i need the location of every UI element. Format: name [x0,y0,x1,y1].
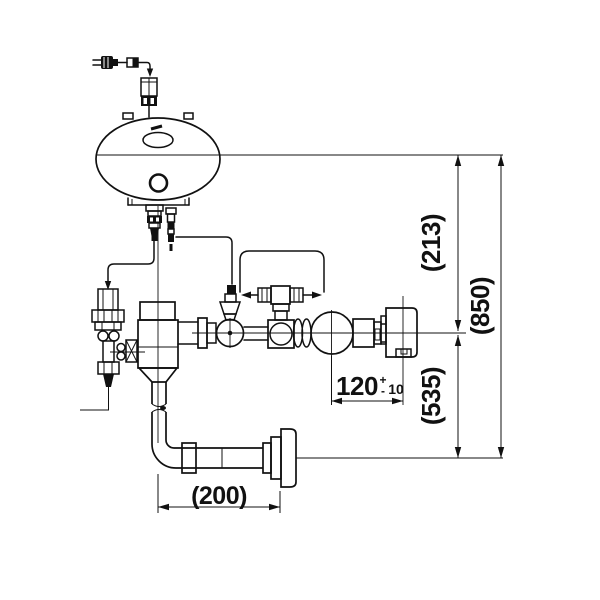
vacuum-breaker [215,318,245,348]
dim-535-label: (535) [416,367,446,425]
slip-joint [151,409,167,413]
tee-arrow-icon [241,291,251,299]
dim-arrow-icon [497,155,505,166]
plug-body [101,56,113,69]
bottom-pipe [181,428,297,488]
solenoid-tip [103,374,114,387]
tailpipe-outer-wall [151,382,263,469]
dimension-535: (535) [416,335,462,458]
solenoid-cylinder [97,288,119,311]
cable-connector [140,77,158,118]
dim-120-plus: + [379,373,386,387]
plug-neck [113,59,118,66]
dim-arrow-icon [269,503,280,511]
drain-line [80,387,109,411]
power-cord [137,61,151,71]
outlet-run [243,307,418,358]
solenoid-valve [80,288,125,411]
tee-hex-nut [257,287,272,303]
tee-body [270,285,291,305]
plate-tab [183,112,194,120]
tee-arrow-icon [312,291,322,299]
cross-valve [125,339,138,363]
dim-arrow-icon [454,335,462,346]
breaker-center-dot [227,330,233,336]
sensor-window [142,131,174,149]
breaker-cone [218,301,242,315]
solenoid-hex-nut [97,361,120,375]
coupling-ball [108,330,120,342]
dim-arrow-icon [454,447,462,458]
solenoid-band [94,321,122,331]
manual-button [148,173,169,193]
loop-tube [239,250,325,293]
supply-fitting-right [165,207,177,251]
solenoid-tube [102,340,115,363]
sensor-plate [95,112,221,206]
solenoid-flange [91,309,125,323]
tube-nut [227,285,236,294]
dim-213-label: (213) [416,214,446,272]
flange-foot [395,348,412,358]
dim-arrow-icon [331,397,342,405]
escutcheon-band [270,436,282,480]
plate-tab [122,112,134,120]
escutcheon-dome [280,428,297,488]
cord-arrow-icon [146,68,154,77]
wall-connector-flange [385,307,418,358]
sensor-tube [175,236,233,285]
valve-cap [139,301,176,321]
dim-arrow-icon [454,320,462,331]
dimension-213: (213) [416,155,462,331]
branch-ball [116,342,126,353]
tube-to-solenoid [104,240,155,290]
dimension-200: (200) [157,474,281,513]
escutcheon-band [262,442,272,474]
pipe-collar [181,442,197,474]
dim-120-tolerance: 10 [388,381,404,397]
coupling-ball [97,330,109,342]
supply-tube [107,240,155,283]
dim-arrow-icon [497,447,505,458]
control-stop-branch [116,339,138,363]
dim-850-label: (850) [465,277,495,335]
tube-arrow-icon [104,281,112,290]
dim-arrow-icon [158,503,169,511]
dim-arrow-icon [392,397,403,405]
dim-120-value: 120 [336,371,378,401]
supply-fitting-left [145,204,164,241]
breaker-block-ball [269,322,293,346]
power-plug [92,56,154,77]
dim-120-minus: - [381,384,385,398]
cover-plate-oval [95,117,221,201]
logo-mark [150,124,163,131]
branch-ball [116,351,126,361]
dimension-850: (850) [465,155,505,458]
slip-joint [151,403,167,407]
tube-to-vacuum-breaker [175,236,242,321]
breaker-ball [215,318,245,348]
dimension-120: 120 + - 10 [331,356,404,405]
dim-arrow-icon [454,155,462,166]
breaker-block [267,319,295,349]
connector-base [141,96,157,106]
tee-hex-nut [289,287,304,303]
dim-200-label: (200) [191,482,247,510]
tailpipe-inner-wall [165,382,263,449]
